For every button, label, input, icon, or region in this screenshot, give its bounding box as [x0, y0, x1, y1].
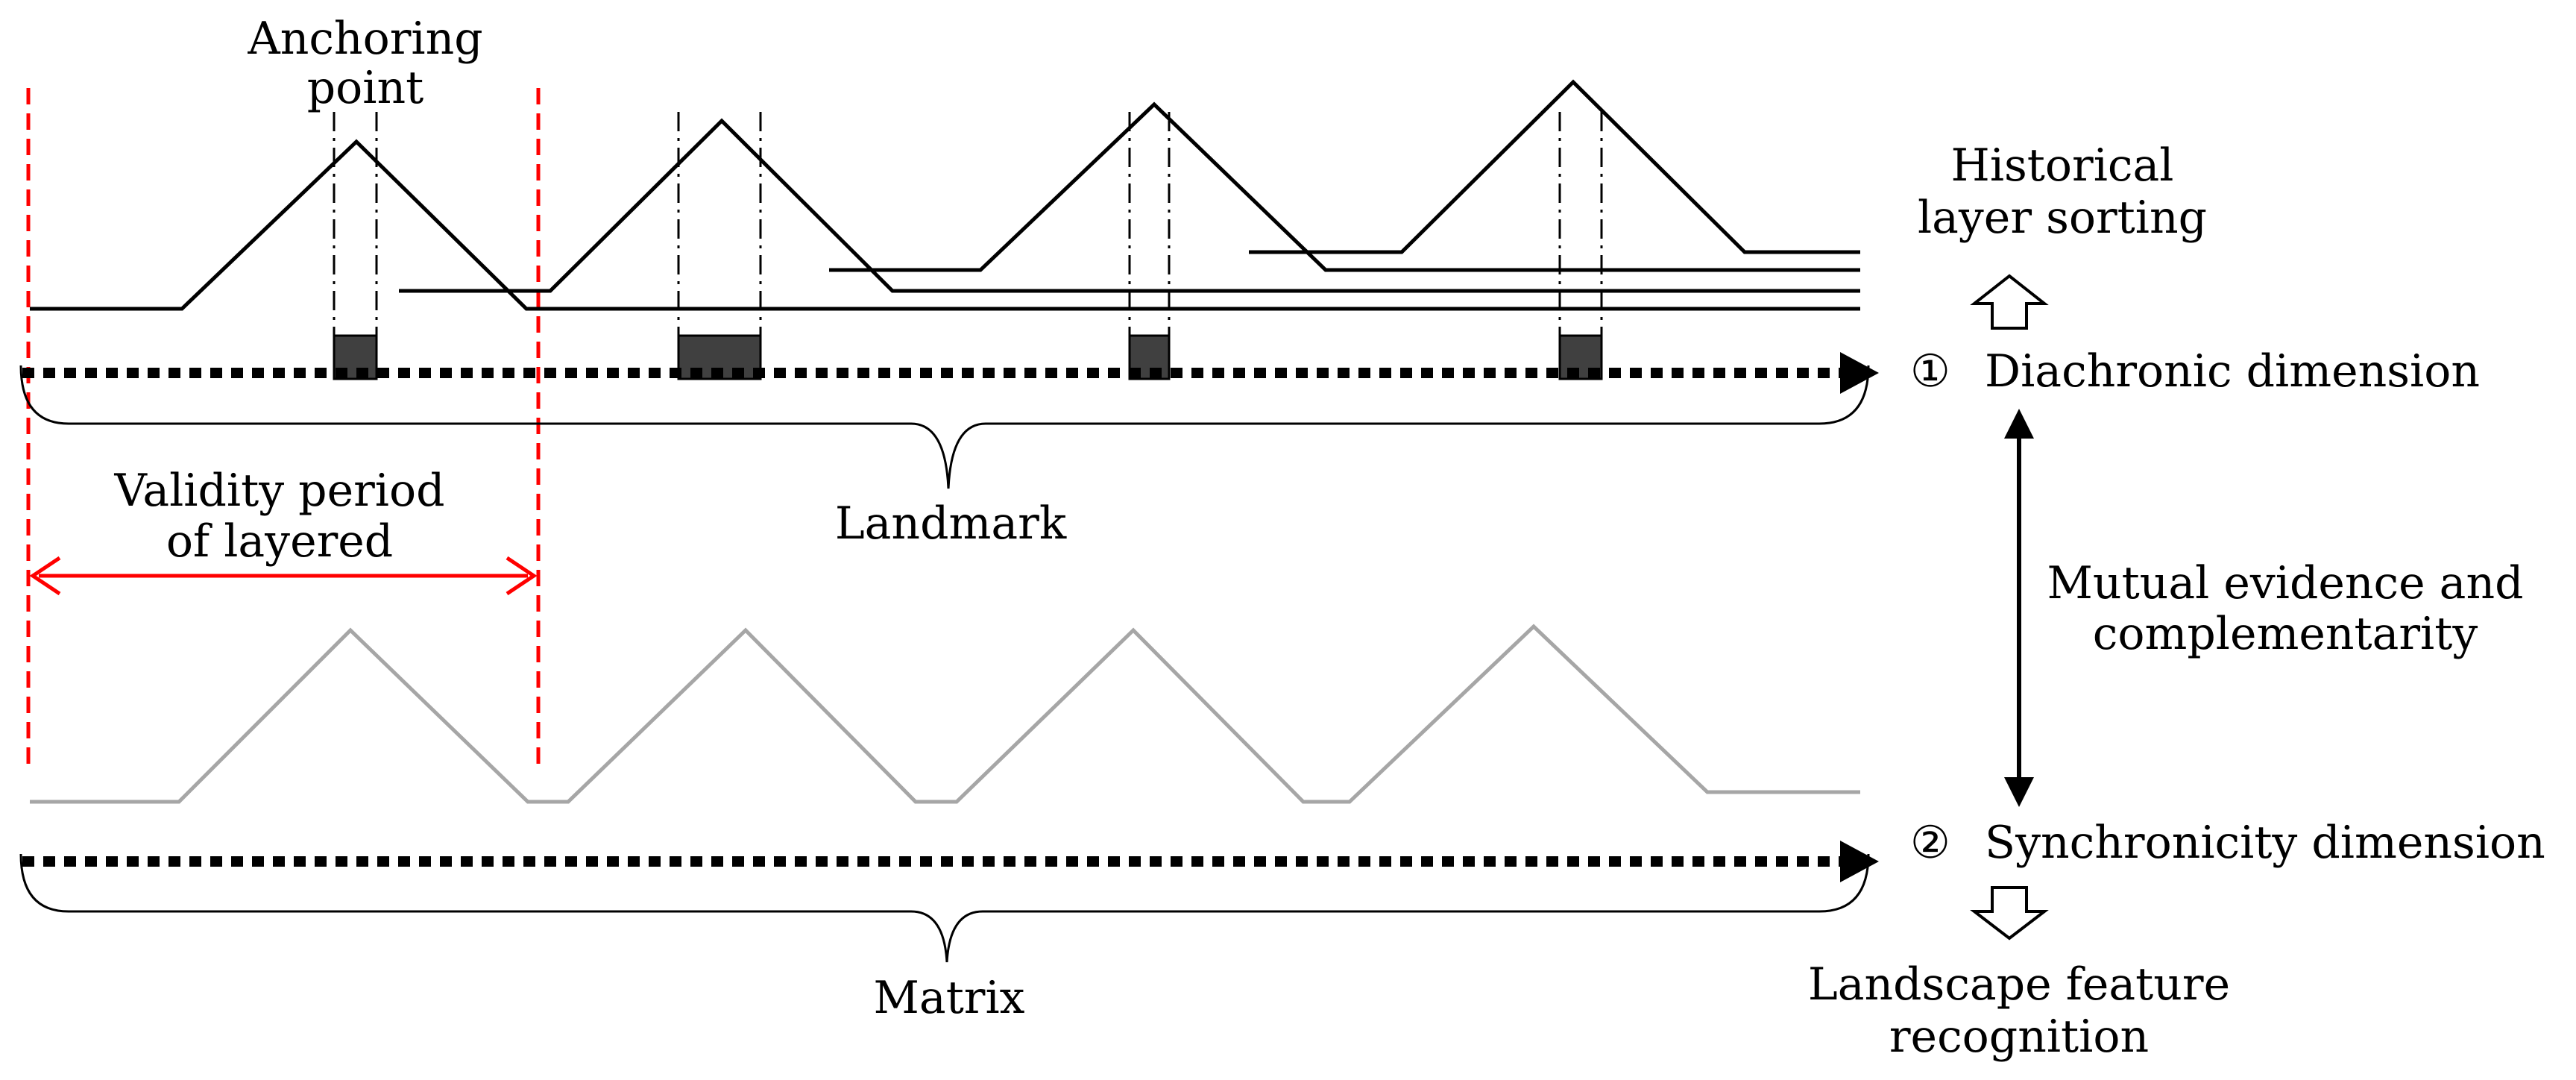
- synchronicity-dimension-label: Synchronicity dimension: [1985, 817, 2545, 869]
- matrix-label: Matrix: [873, 972, 1024, 1024]
- landmark-layer-1: [30, 139, 1860, 311]
- validity-period-label: Validity period: [114, 465, 445, 517]
- landmark-label: Landmark: [835, 497, 1067, 550]
- anchoring-point-label: Anchoring: [247, 13, 482, 65]
- mutual-arrowhead-bottom: [2004, 777, 2034, 807]
- anchoring-point-label-line2: point: [307, 62, 423, 114]
- diachronic-axis-arrowhead: [1840, 352, 1879, 394]
- landmark-layer-2: [399, 118, 1860, 293]
- historical-layer-sorting-label-line2: layer sorting: [1918, 192, 2207, 244]
- landmark-brace: [19, 365, 1870, 489]
- mutual-evidence-label: Mutual evidence and: [2047, 557, 2523, 609]
- mutual-evidence-label-line2: complementarity: [2093, 608, 2478, 660]
- matrix-line: [30, 624, 1860, 804]
- matrix-brace: [19, 853, 1870, 963]
- diachronic-number-marker: ①: [1910, 345, 1950, 398]
- down-hollow-arrow-icon: [1970, 886, 2049, 941]
- anchor-block: [1558, 334, 1603, 380]
- validity-period-label-line2: of layered: [166, 515, 393, 568]
- validity-arrowhead-right: [506, 556, 538, 596]
- up-hollow-arrow-icon: [1970, 274, 2049, 330]
- historical-layer-sorting-label: Historical: [1951, 139, 2174, 192]
- landmark-layer-3: [829, 101, 1860, 272]
- anchor-guides: [333, 112, 1603, 336]
- validity-period: [26, 88, 541, 768]
- diachronic-dimension-label: Diachronic dimension: [1985, 345, 2480, 398]
- landmark-layers: [30, 79, 1860, 311]
- landmark-layer-4: [1249, 79, 1860, 254]
- synchronicity-number-marker: ②: [1910, 817, 1950, 869]
- landscape-feature-label: Landscape feature: [1808, 958, 2230, 1011]
- mutual-arrowhead-top: [2004, 409, 2034, 439]
- validity-arrowhead-left: [29, 556, 61, 596]
- synchronicity-axis-arrowhead: [1840, 841, 1879, 882]
- landscape-feature-label-line2: recognition: [1889, 1011, 2149, 1063]
